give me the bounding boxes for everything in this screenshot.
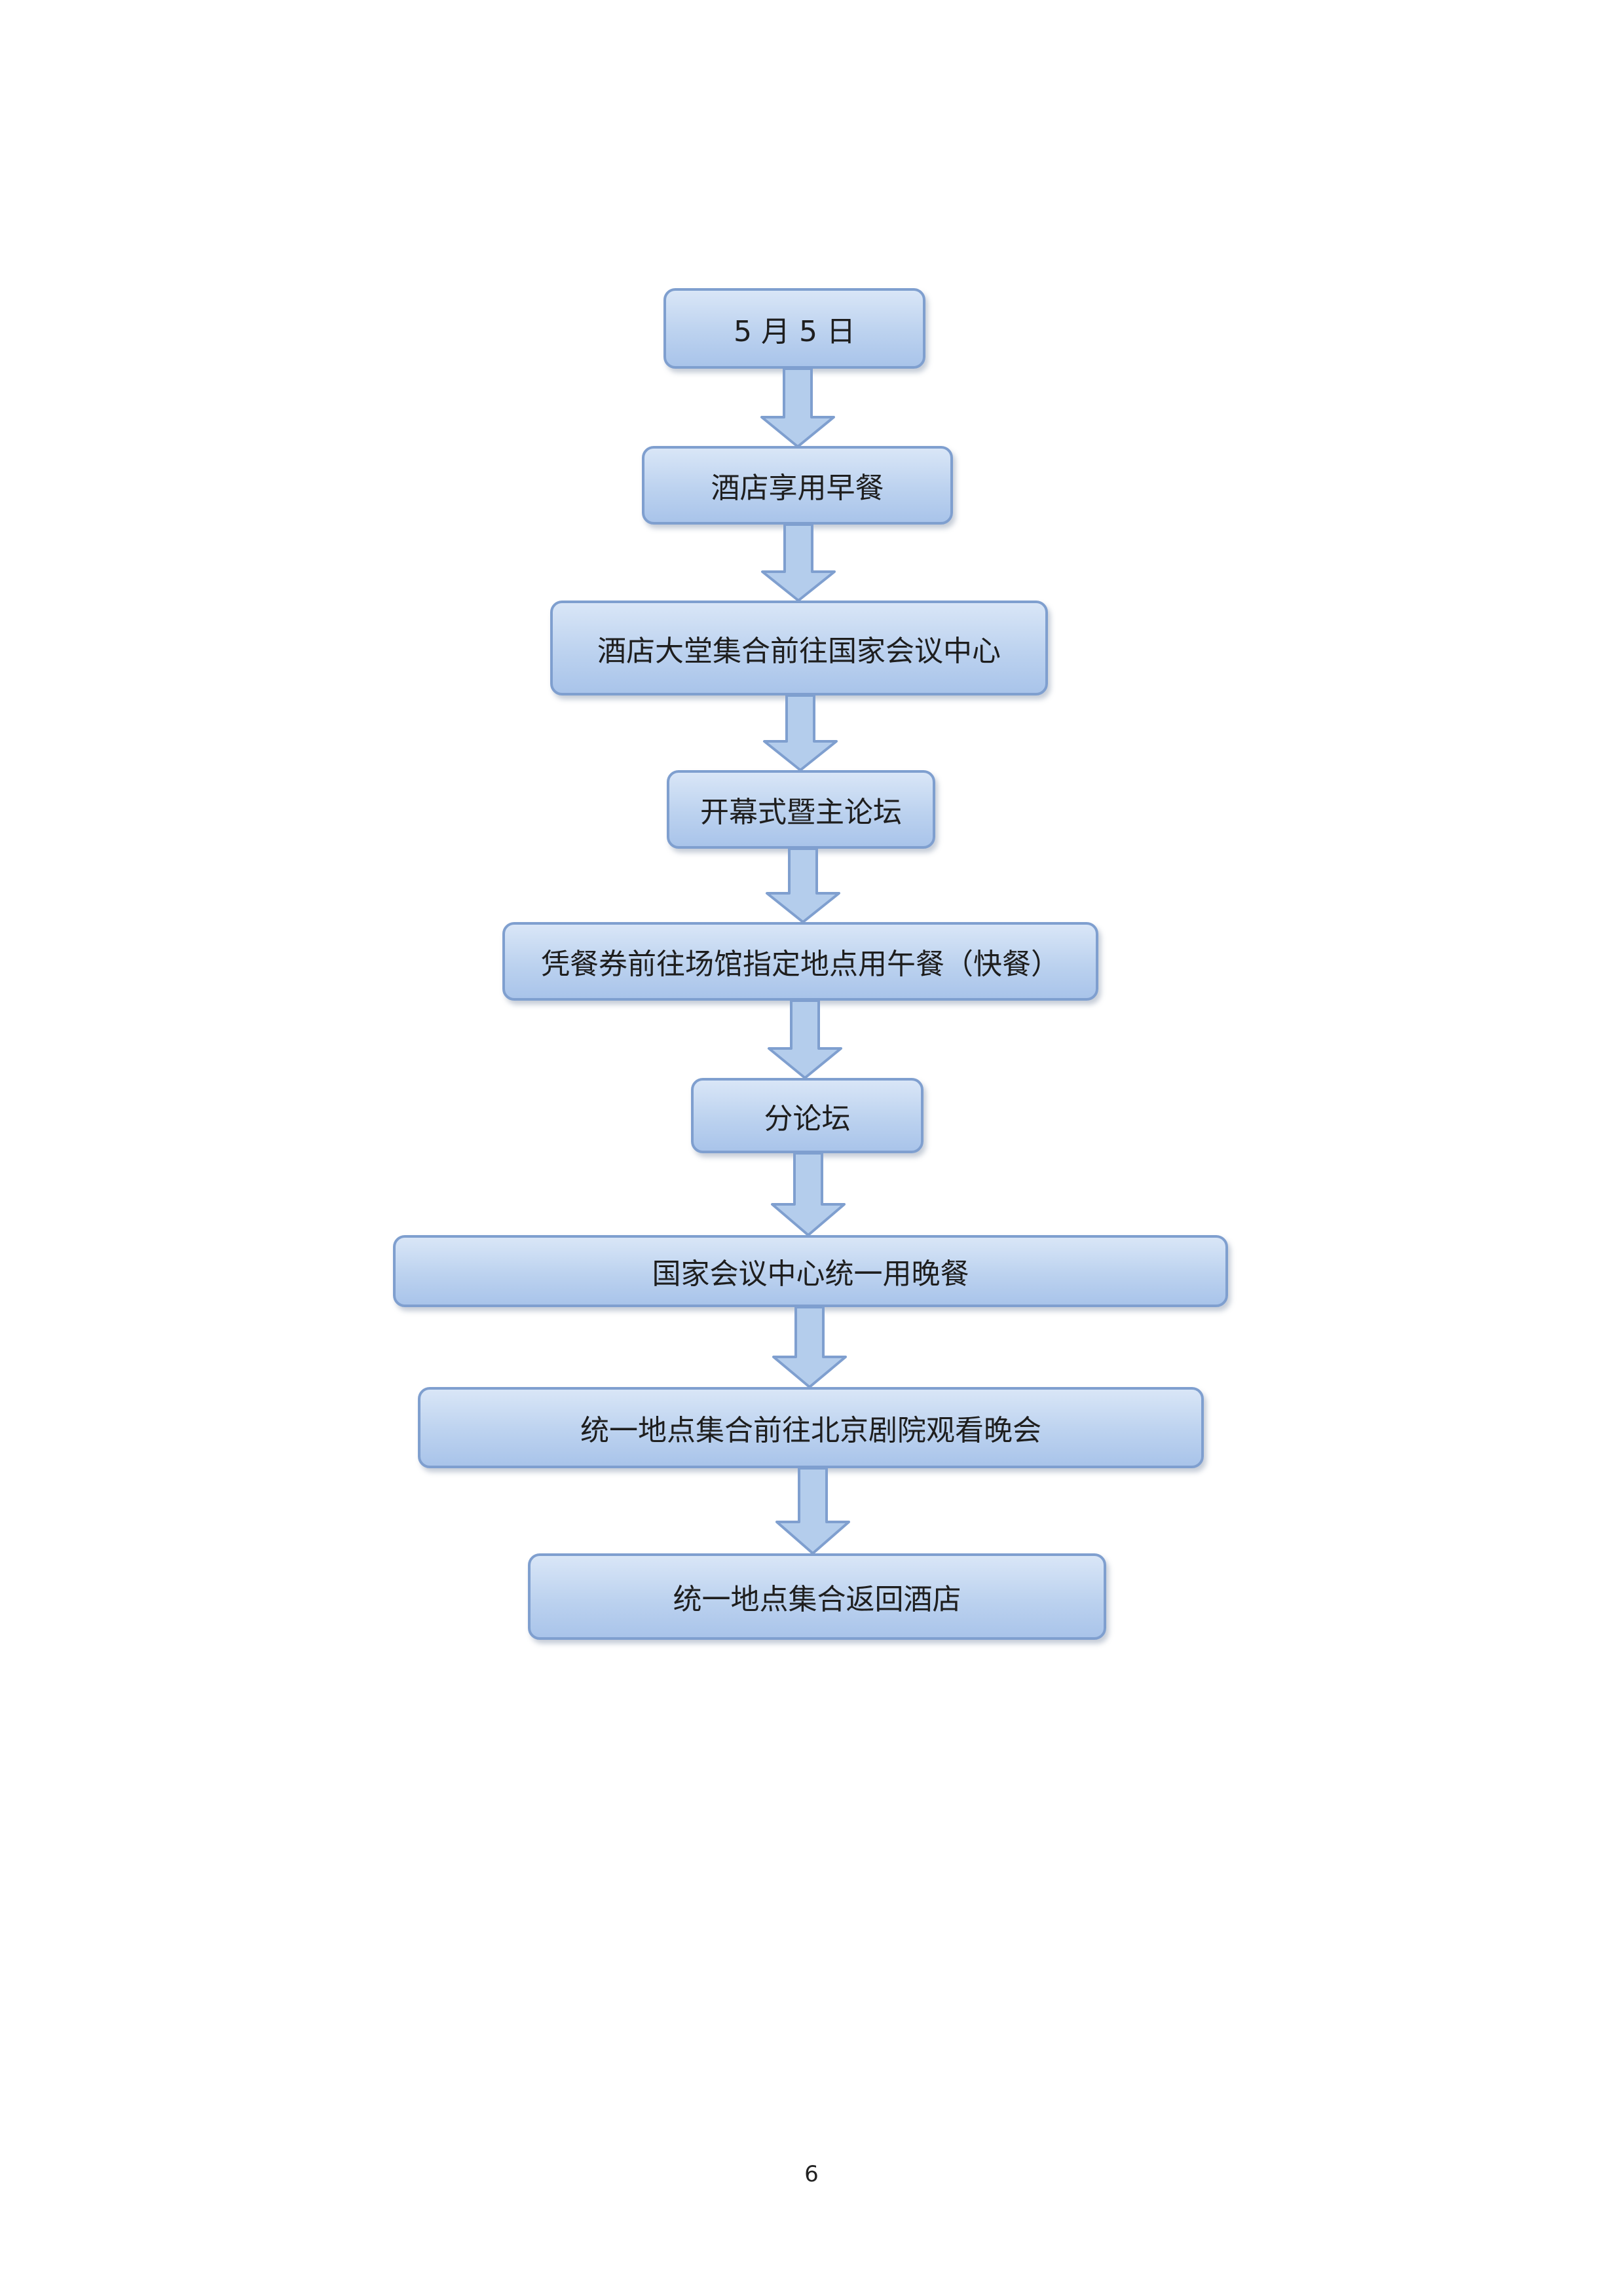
arrow-down-5 [768,999,842,1079]
step-date: 5 月 5 日 [663,288,925,369]
arrow-down-4 [766,847,840,923]
step-opening-ceremony: 开幕式暨主论坛 [667,770,935,849]
arrow-down-8 [775,1467,850,1555]
step-lunch: 凭餐券前往场馆指定地点用午餐（快餐） [502,922,1098,1001]
arrow-down-6 [771,1152,846,1236]
step-lobby-gather: 酒店大堂集合前往国家会议中心 [550,601,1048,695]
step-theatre: 统一地点集合前往北京剧院观看晚会 [418,1387,1204,1468]
arrow-down-3 [763,694,838,771]
step-dinner: 国家会议中心统一用晚餐 [393,1235,1228,1307]
arrow-down-1 [760,367,835,448]
step-return-hotel: 统一地点集合返回酒店 [528,1553,1106,1640]
arrow-down-2 [761,523,836,602]
page-number: 6 [804,2161,819,2187]
step-hotel-breakfast: 酒店享用早餐 [642,446,953,525]
arrow-down-7 [772,1306,847,1388]
step-sub-forum: 分论坛 [691,1078,923,1153]
